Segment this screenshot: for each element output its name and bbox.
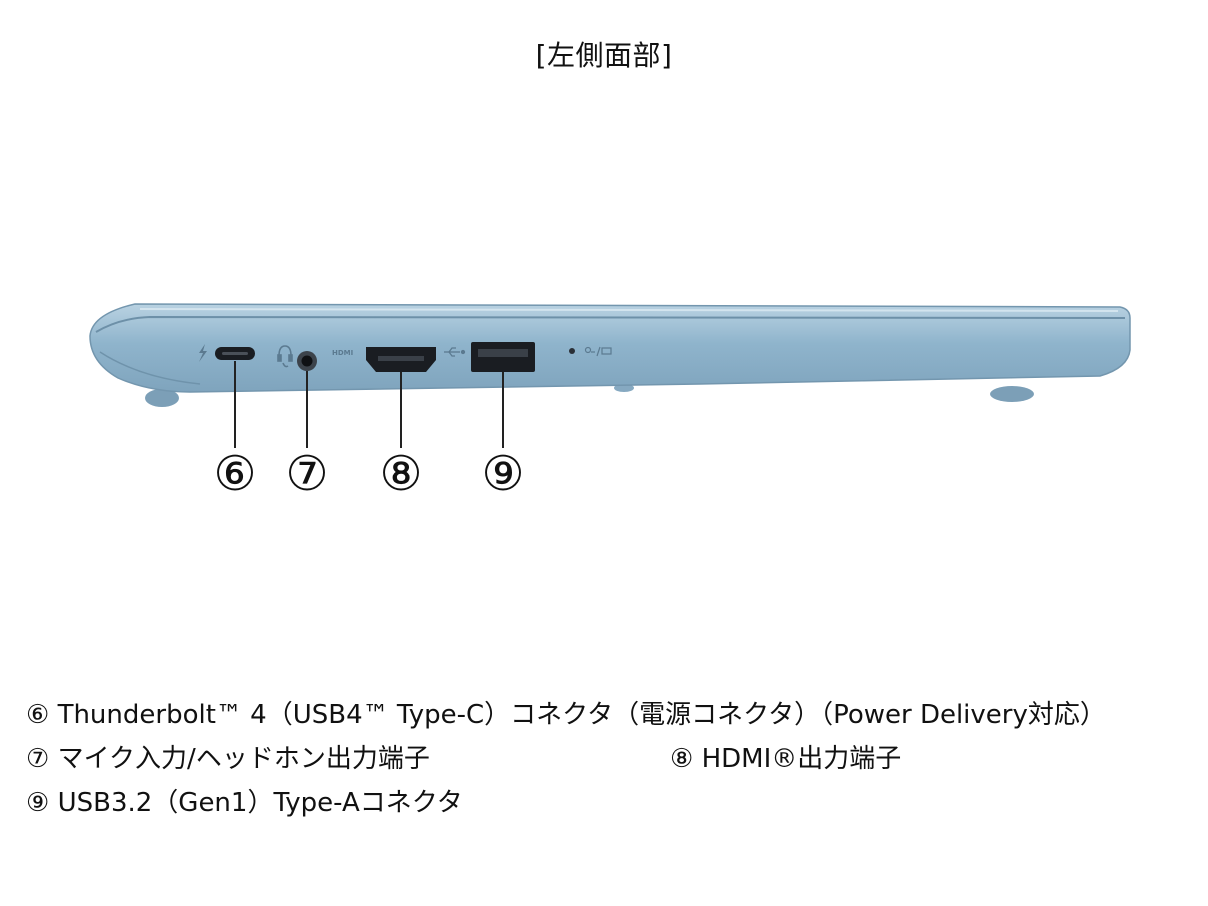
lid-seam (95, 315, 1126, 333)
callout-6: ⑥ (213, 446, 257, 502)
headset-icon (277, 345, 293, 368)
usb-icon (444, 347, 466, 357)
legend-item-hdmi: ⑧ HDMI®出力端子 (670, 744, 902, 774)
thunderbolt-icon (199, 344, 207, 362)
lid-highlight (139, 308, 1119, 312)
callout-8: ⑧ (379, 446, 423, 502)
led-indicator (569, 348, 575, 354)
leader-lines (234, 361, 504, 448)
usb-a-port-tongue (478, 349, 528, 357)
legend-item-thunderbolt: ⑥ Thunderbolt™ 4（USB4™ Type-C）コネクタ（電源コネク… (26, 700, 1106, 730)
hdmi-label: HDMI (332, 349, 353, 357)
audio-jack-hole (301, 355, 313, 367)
callout-9: ⑨ (481, 446, 525, 502)
legend-item-audio: ⑦ マイク入力/ヘッドホン出力端子 (26, 744, 430, 774)
foot-left (145, 389, 179, 407)
callout-7: ⑦ (285, 446, 329, 502)
usb-c-port-tongue (222, 352, 248, 355)
legend-item-usb: ⑨ USB3.2（Gen1）Type-Aコネクタ (26, 788, 463, 818)
body-curve (99, 351, 201, 385)
hdmi-port-tongue (378, 356, 424, 361)
foot-right (990, 386, 1034, 402)
page-title: [左側面部] (535, 39, 673, 72)
power-battery-icon (584, 346, 612, 357)
